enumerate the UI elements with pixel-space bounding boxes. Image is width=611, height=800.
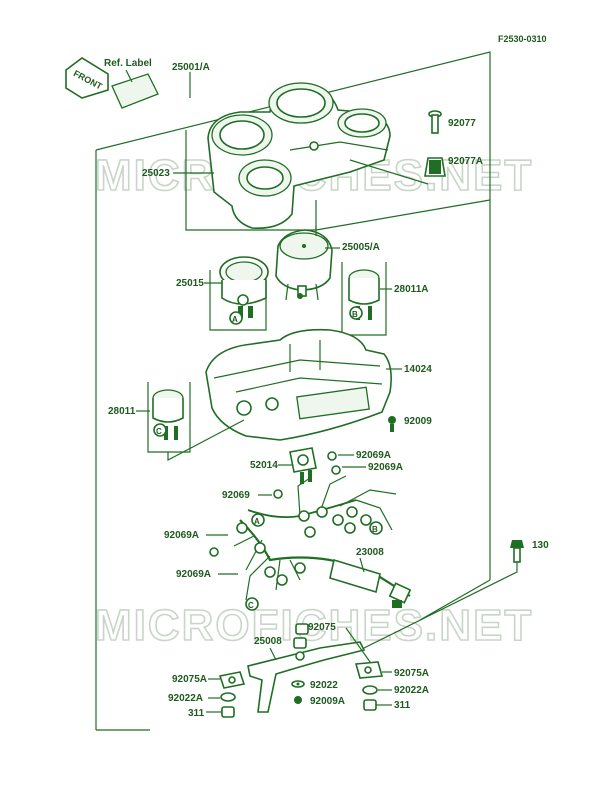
- callout-92075: 92075: [308, 622, 336, 633]
- callout-25023: 25023: [142, 168, 170, 179]
- callout-92069A-1: 92069A: [356, 450, 391, 461]
- circle-marker-a1: [229, 311, 243, 325]
- front-arrow-icon: FRONT: [65, 57, 109, 99]
- callout-311-right: 311: [394, 700, 411, 711]
- circle-marker-b2: [369, 521, 383, 535]
- callout-92022A-left: 92022A: [168, 693, 203, 704]
- indicator-28011: [152, 389, 184, 440]
- circle-marker-a2: [251, 513, 265, 527]
- washer-92022A-left: [220, 692, 236, 702]
- damper-92075A-right: [354, 661, 384, 679]
- callout-25015: 25015: [176, 278, 204, 289]
- callout-92069: 92069: [222, 490, 250, 501]
- callout-92069A-4: 92069A: [176, 569, 211, 580]
- watermark-bottom: MICROFICHES.NET: [95, 601, 533, 650]
- callout-92077: 92077: [448, 118, 476, 129]
- document-code: F2530-0310: [498, 34, 547, 44]
- nut-311-left: [221, 706, 235, 718]
- callout-311-left: 311: [188, 708, 205, 719]
- meter-25005A: [275, 229, 333, 301]
- circle-marker-b2-letter: B: [372, 525, 378, 534]
- grommet-92077A: [424, 157, 446, 177]
- bracket-25008: [247, 641, 366, 713]
- callout-92075A-left: 92075A: [172, 674, 207, 685]
- callout-25001A: 25001/A: [172, 62, 210, 73]
- callout-28011: 28011: [108, 406, 136, 417]
- callout-92009A: 92009A: [310, 696, 345, 707]
- screw-92009A: [294, 696, 302, 704]
- callout-92069A-2: 92069A: [368, 462, 403, 473]
- circle-marker-b1-letter: B: [352, 310, 358, 319]
- damper-92075A-left: [218, 671, 246, 689]
- callout-130: 130: [532, 540, 549, 551]
- ref-label-title: Ref. Label: [104, 58, 152, 69]
- callout-25005A: 25005/A: [342, 242, 380, 253]
- meter-case-14024: [205, 328, 392, 441]
- callout-14024: 14024: [404, 364, 432, 375]
- callout-92022A-right: 92022A: [394, 685, 429, 696]
- circle-marker-a1-letter: A: [232, 315, 238, 324]
- callout-23008: 23008: [356, 547, 384, 558]
- callout-25008: 25008: [254, 636, 282, 647]
- screw-92009: [388, 416, 396, 432]
- circle-marker-a2-letter: A: [254, 517, 260, 526]
- callout-52014: 52014: [250, 460, 278, 471]
- screw-92077: [428, 110, 442, 134]
- meter-25015: [219, 256, 269, 318]
- circle-marker-c2-letter: C: [248, 601, 254, 610]
- circle-marker-b1: [349, 306, 363, 320]
- callout-92075A-right: 92075A: [394, 668, 429, 679]
- circle-marker-c2: [245, 597, 259, 611]
- callout-92022: 92022: [310, 680, 338, 691]
- circle-marker-c1: [153, 423, 167, 437]
- callout-92069A-3: 92069A: [164, 530, 199, 541]
- washer-92022A-right: [362, 685, 378, 695]
- callout-92009: 92009: [404, 416, 432, 427]
- ref-label-sticker: [111, 73, 159, 109]
- grommet-92075: [293, 623, 309, 649]
- callout-92077A: 92077A: [448, 156, 483, 167]
- washer-92022: [291, 680, 305, 688]
- bolt-130: [510, 540, 524, 563]
- bulb-92069A-top: [327, 451, 341, 475]
- socket-52014: [289, 447, 317, 484]
- circle-marker-c1-letter: C: [156, 427, 162, 436]
- callout-28011A: 28011A: [394, 284, 428, 295]
- meter-cover-25023: [207, 82, 391, 230]
- nut-311-right: [363, 699, 377, 711]
- wiring-harness-23008: [233, 475, 412, 608]
